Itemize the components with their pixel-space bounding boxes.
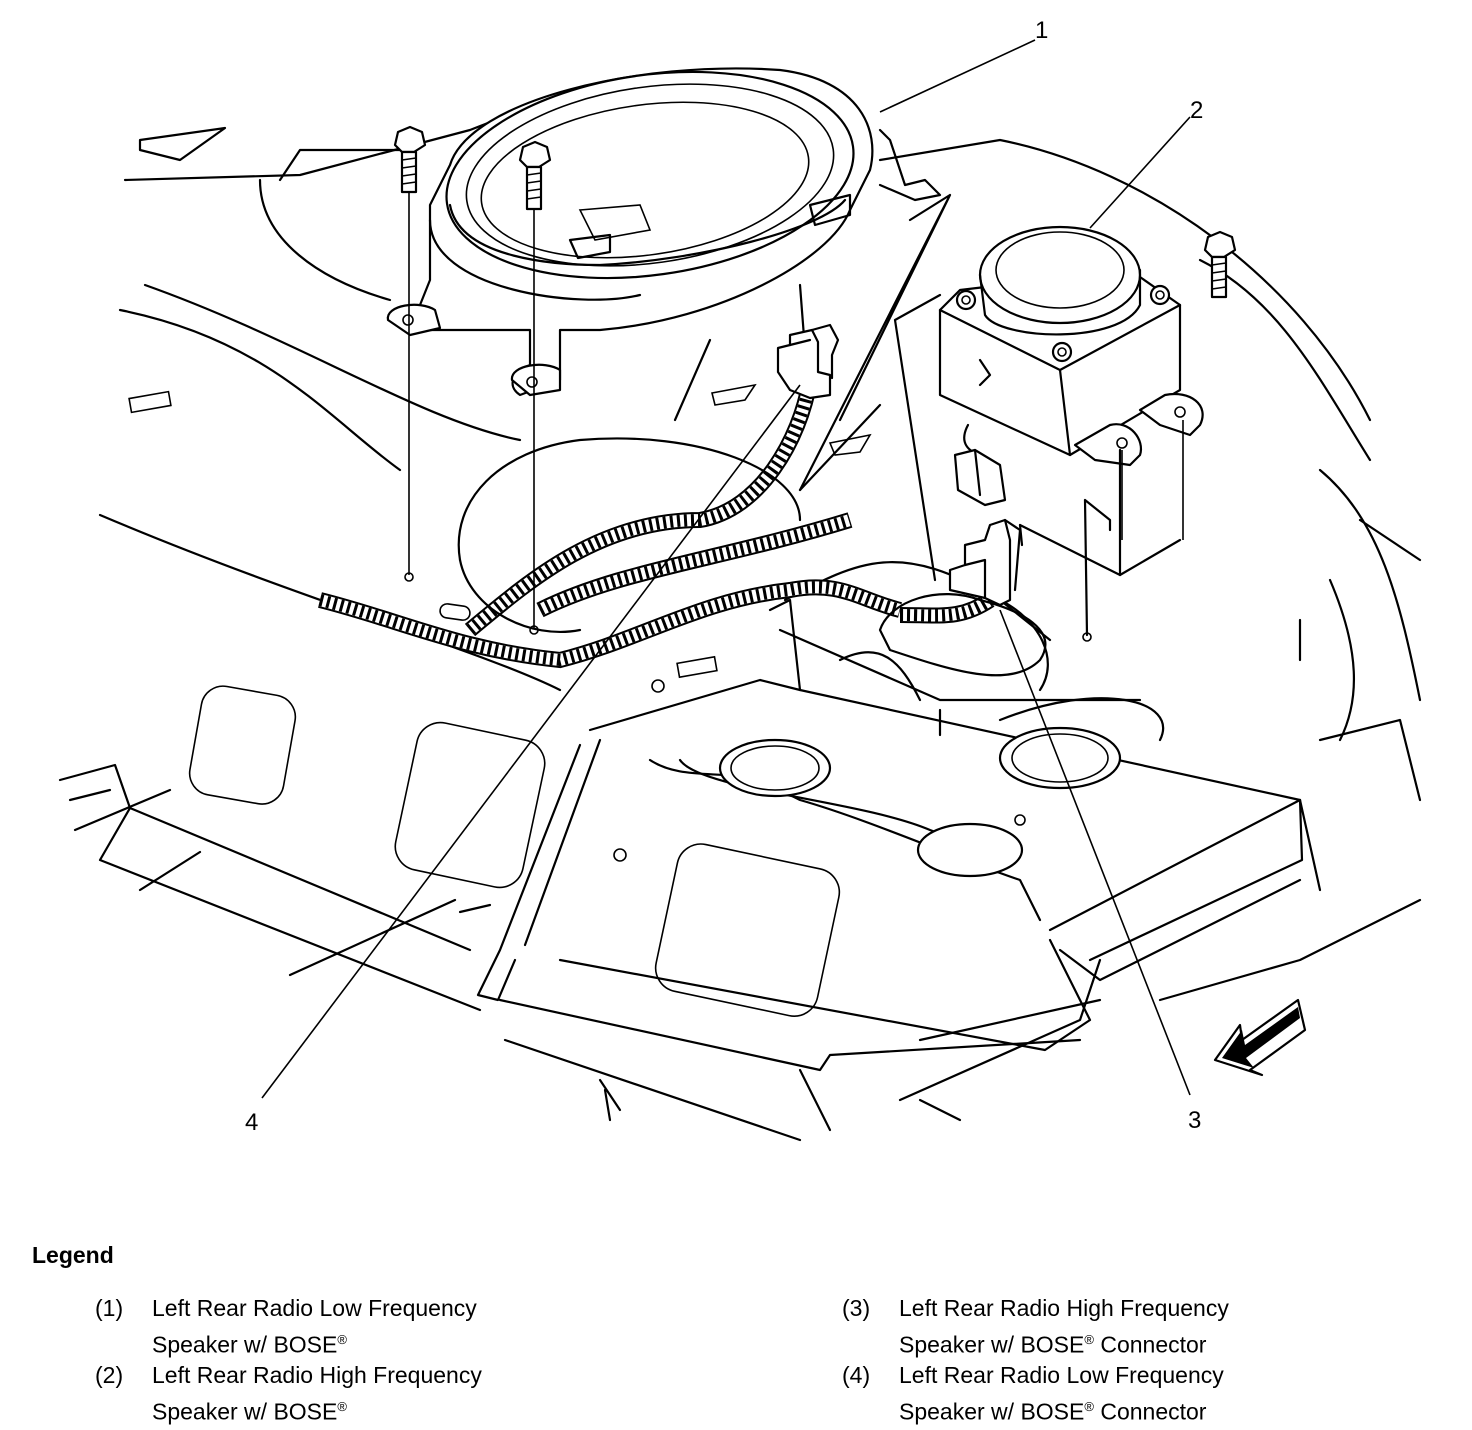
legend-number: (1) xyxy=(95,1295,124,1321)
legend-description: Left Rear Radio High Frequency xyxy=(152,1362,482,1388)
high-frequency-speaker-connector xyxy=(948,518,1022,607)
callout-4: 4 xyxy=(245,1109,258,1136)
callout-leaders xyxy=(261,39,1191,1099)
package-tray-body xyxy=(188,561,1302,1142)
callout-labels: 1 2 3 4 xyxy=(245,17,1203,1136)
registered-mark: ® xyxy=(1084,1399,1094,1414)
high-frequency-speaker xyxy=(938,225,1204,507)
registered-mark: ® xyxy=(1084,1332,1094,1347)
forward-direction-arrow xyxy=(1213,998,1307,1077)
speaker-bolt xyxy=(518,140,552,635)
legend-description: Connector xyxy=(1093,1331,1207,1358)
legend-description: Speaker w/ BOSE xyxy=(152,1331,338,1358)
legend-description: Speaker w/ BOSE xyxy=(152,1398,338,1425)
legend: Legend (1) Left Rear Radio Low Frequency… xyxy=(0,1230,1472,1430)
callout-3: 3 xyxy=(1188,1107,1201,1134)
callout-1: 1 xyxy=(1035,17,1048,44)
legend-number: (3) xyxy=(842,1295,871,1321)
low-frequency-speaker-connector xyxy=(776,323,840,400)
speaker-installation-diagram: 1 2 3 4 xyxy=(58,17,1422,1142)
registered-mark: ® xyxy=(337,1399,347,1414)
legend-number: (2) xyxy=(95,1362,124,1388)
legend-description: Speaker w/ BOSE xyxy=(899,1331,1085,1358)
speaker-bolt xyxy=(393,125,427,582)
legend-title: Legend xyxy=(32,1242,114,1268)
speaker-bolt xyxy=(1121,230,1237,540)
legend-description: Left Rear Radio Low Frequency xyxy=(899,1362,1224,1388)
low-frequency-speaker xyxy=(386,67,942,397)
legend-description: Speaker w/ BOSE xyxy=(899,1398,1085,1425)
callout-2: 2 xyxy=(1190,97,1203,124)
wiring-harness xyxy=(318,338,1047,677)
installation-guide-lines xyxy=(798,193,1182,642)
legend-description: Connector xyxy=(1093,1398,1207,1425)
registered-mark: ® xyxy=(337,1332,347,1347)
legend-description: Left Rear Radio Low Frequency xyxy=(152,1295,477,1321)
legend-description: Left Rear Radio High Frequency xyxy=(899,1295,1229,1321)
legend-number: (4) xyxy=(842,1362,871,1388)
